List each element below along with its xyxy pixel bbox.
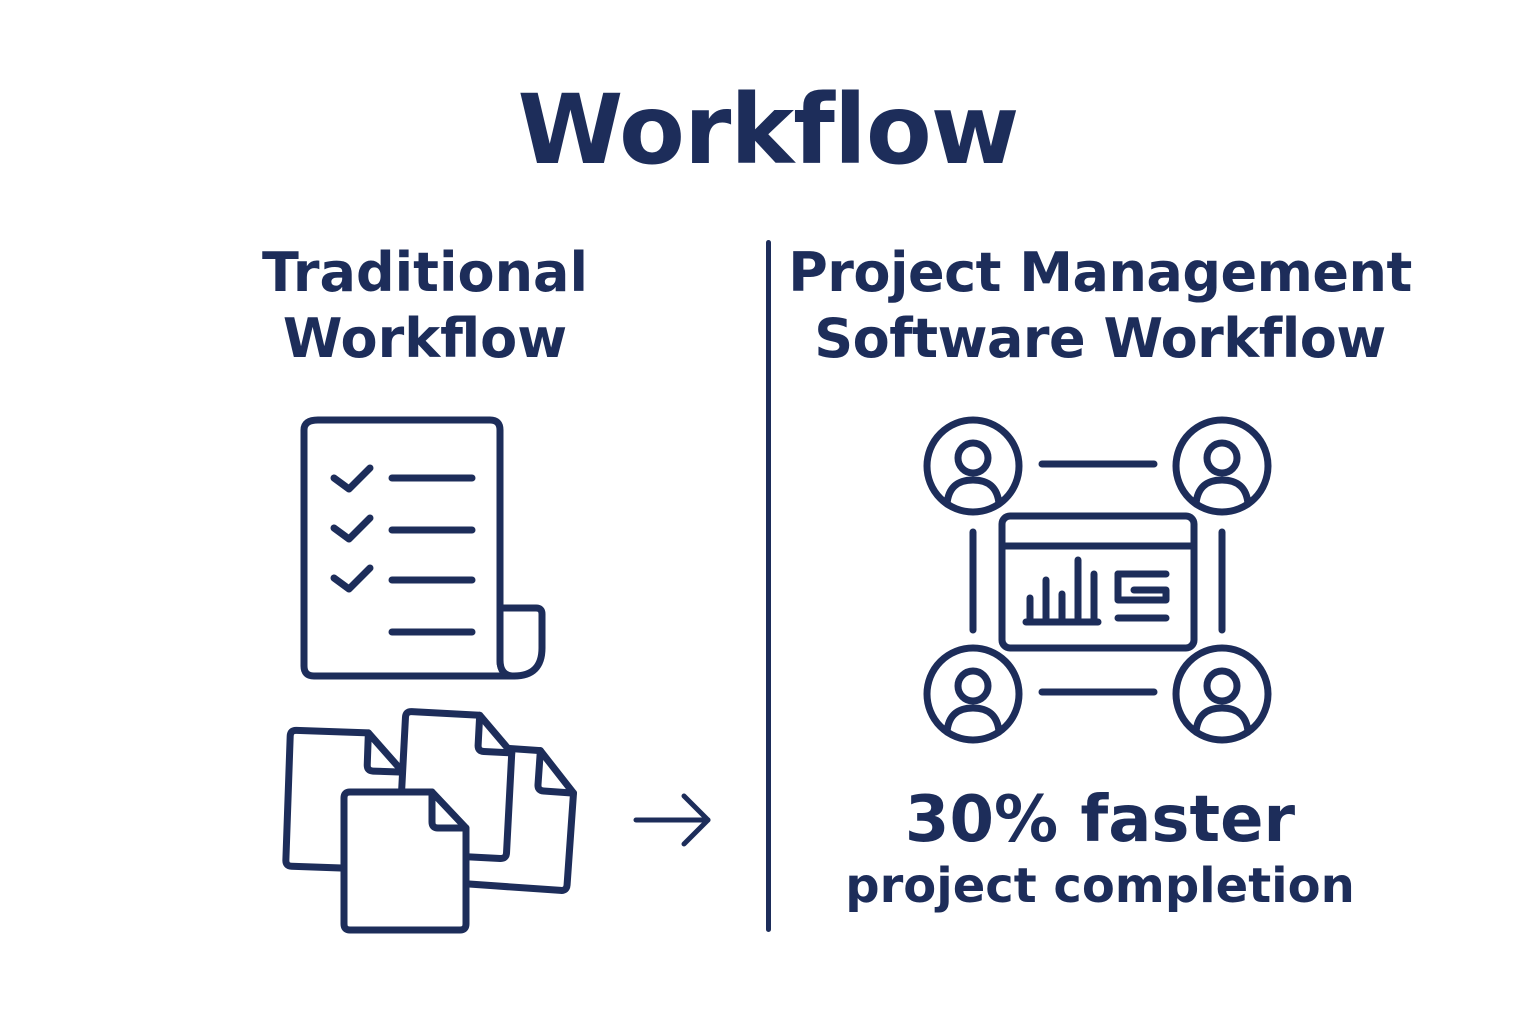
traditional-workflow-heading: Traditional Workflow [175,240,675,372]
bar-chart-icon [1022,556,1102,626]
column-divider [766,240,771,932]
heading-line: Workflow [282,307,568,370]
list-lines-icon [1114,570,1170,622]
user-avatar-icon [1172,644,1272,744]
page-title: Workflow [517,74,1020,186]
heading-line: Traditional [262,241,588,304]
dashboard-window-icon [998,512,1198,652]
user-avatar-icon [1172,416,1272,516]
user-avatar-icon [923,416,1023,516]
checklist-document-icon [300,416,546,680]
stat-value: 30% faster [904,783,1296,857]
user-avatar-icon [923,644,1023,744]
arrow-right-icon [633,793,711,847]
stat-label: project completion [845,858,1355,914]
scattered-papers-icon [282,708,577,934]
team-dashboard-icon [923,416,1272,744]
software-workflow-heading: Project Management Software Workflow [780,240,1420,372]
heading-line: Project Management [788,241,1412,304]
heading-line: Software Workflow [814,307,1386,370]
